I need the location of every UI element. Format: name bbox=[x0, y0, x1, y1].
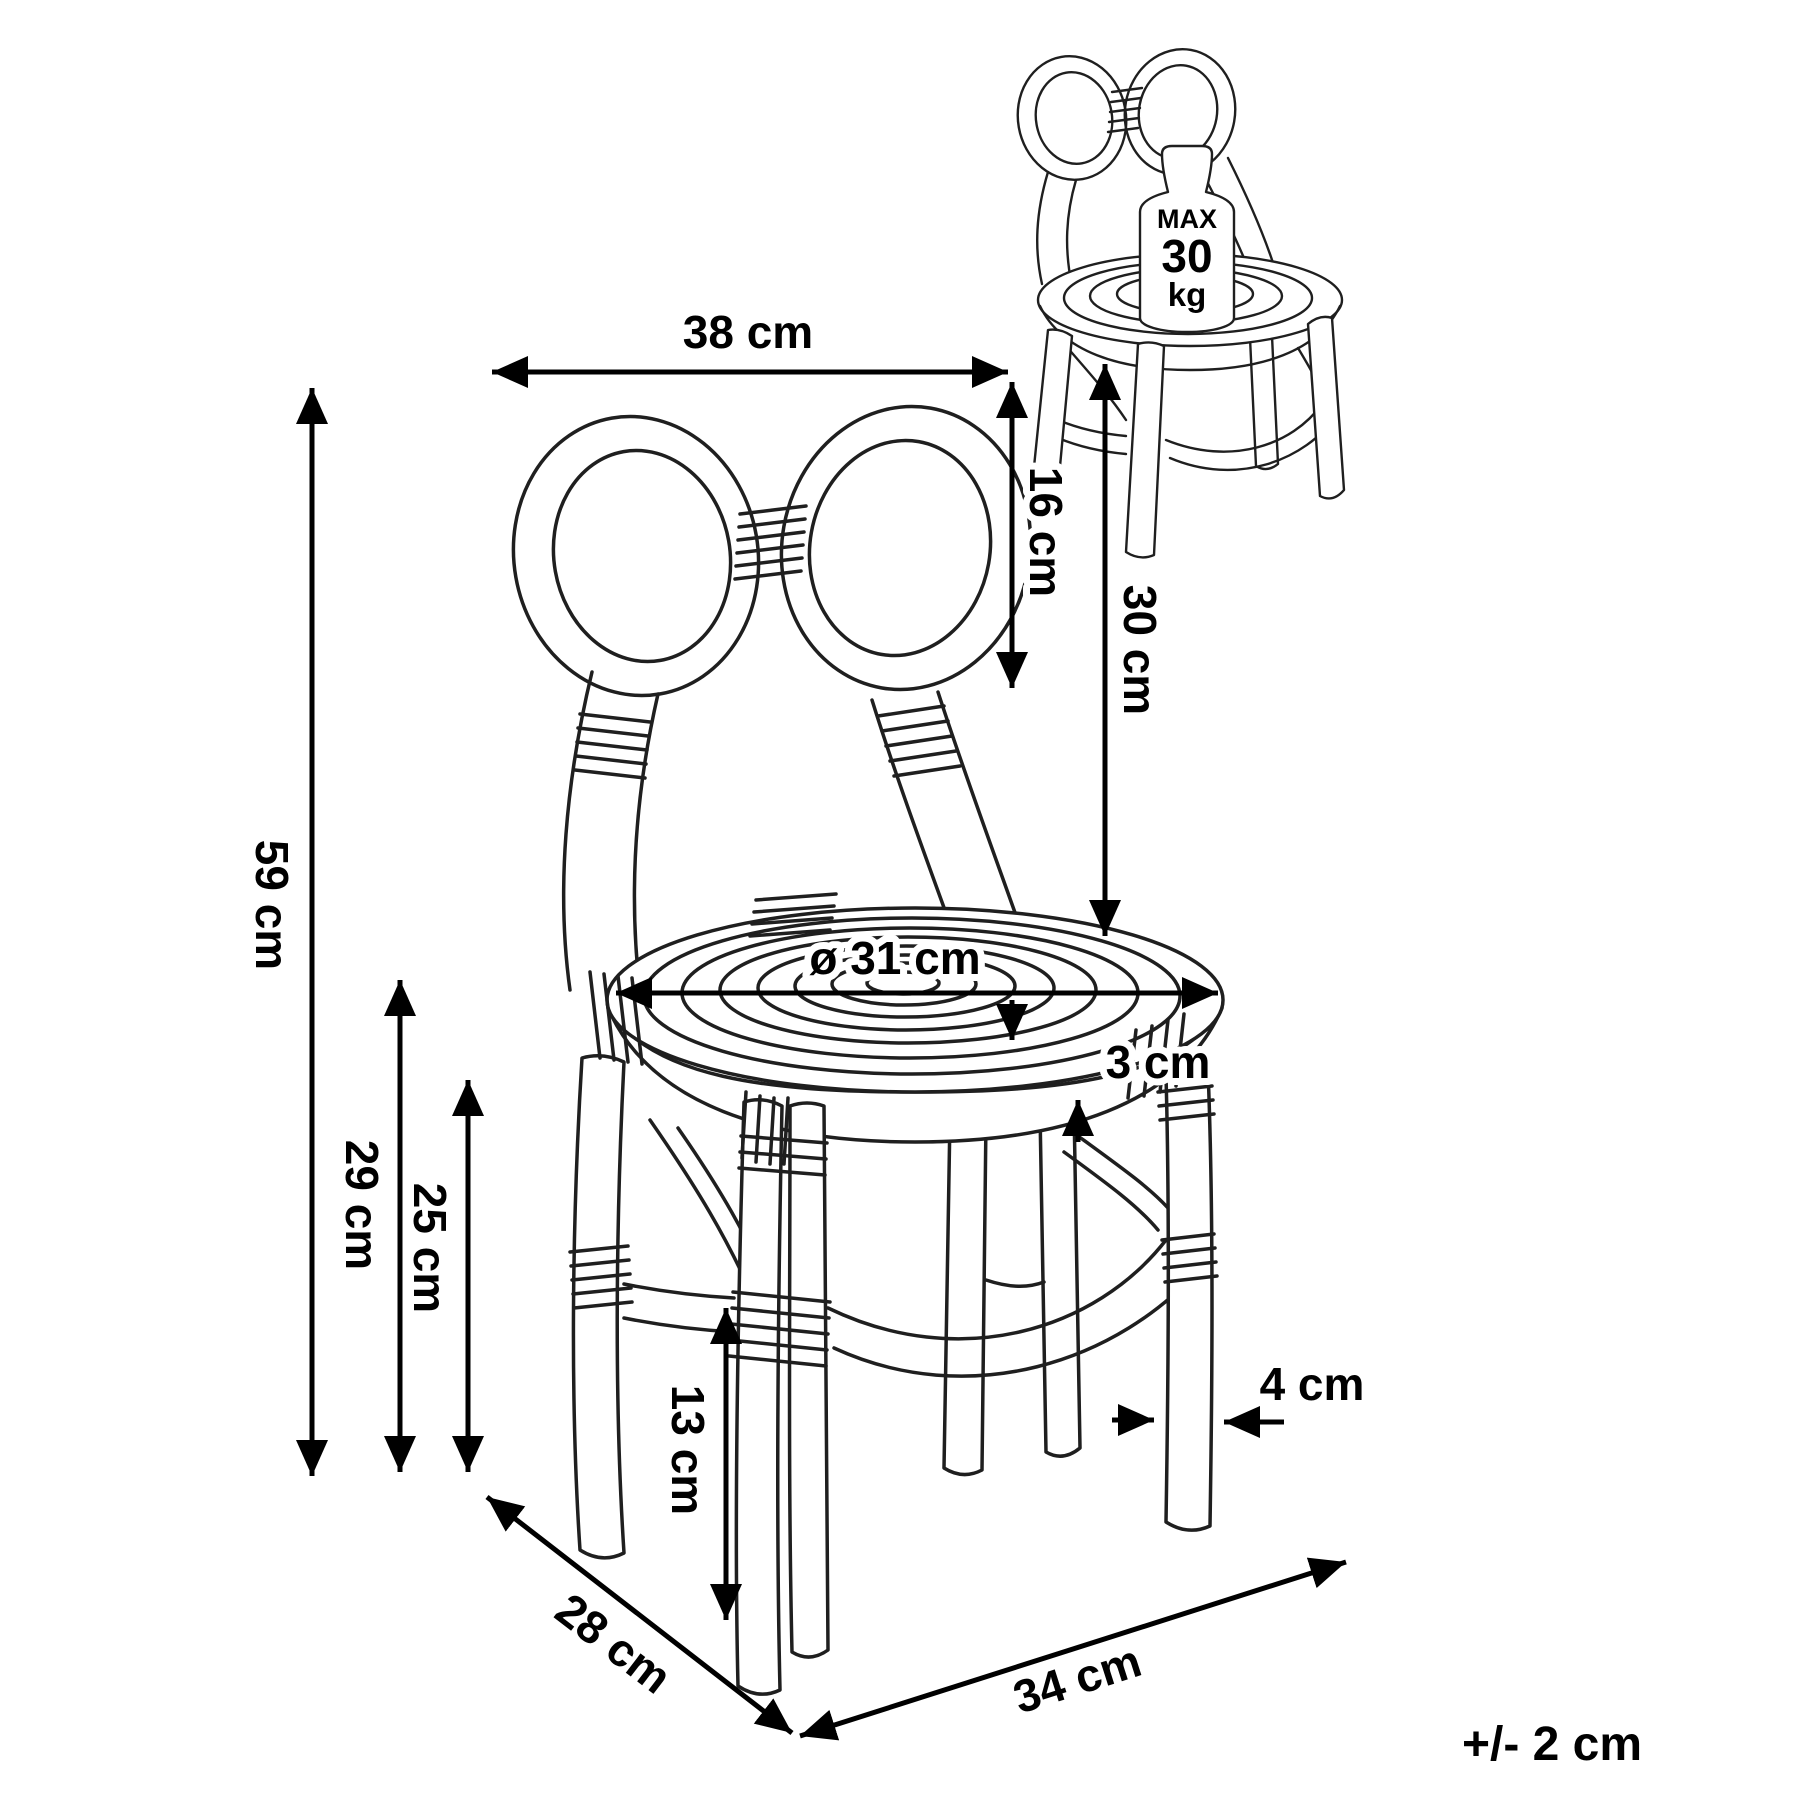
max-load-inset: MAX 30 kg bbox=[1016, 48, 1346, 559]
weight-figure: MAX 30 kg bbox=[1138, 144, 1236, 334]
backrest-right-loop bbox=[779, 404, 1033, 692]
dimension-seat-thickness: 3 cm bbox=[996, 1000, 1217, 1142]
dimension-total-height: 59 cm bbox=[239, 388, 328, 1476]
dimension-loop-height: 16 cm bbox=[996, 382, 1079, 688]
tolerance-note: +/- 2 cm bbox=[1462, 1718, 1642, 1771]
seat-depth-label: 28 cm bbox=[546, 1583, 681, 1704]
left-post-wrap bbox=[573, 712, 652, 780]
seat-thickness-label: 3 cm bbox=[1106, 1036, 1211, 1088]
right-post-wrap bbox=[876, 704, 962, 778]
backrest-left-loop bbox=[511, 414, 761, 698]
seat-height-label: 29 cm bbox=[336, 1140, 388, 1270]
backrest-height-label: 30 cm bbox=[1114, 585, 1166, 715]
loop-height-label: 16 cm bbox=[1020, 467, 1072, 597]
under-seat-height-label: 25 cm bbox=[404, 1183, 456, 1313]
dimension-seat-height: 29 cm bbox=[329, 980, 416, 1472]
stretchers bbox=[622, 1118, 1206, 1378]
dimension-leg-thickness: 4 cm bbox=[1112, 1351, 1371, 1438]
back-width-label: 38 cm bbox=[683, 306, 813, 358]
dimension-under-seat-height: 25 cm bbox=[397, 1080, 484, 1472]
back-legs bbox=[942, 1104, 1082, 1477]
dimension-seat-diameter: ø 31 cm bbox=[616, 925, 1218, 1009]
binding-wraps bbox=[568, 892, 1219, 1368]
front-legs bbox=[571, 1054, 1214, 1696]
weight-limit-unit: kg bbox=[1168, 276, 1207, 313]
dimension-clearance-height: 13 cm bbox=[655, 1308, 742, 1620]
dimension-seat-width: 34 cm bbox=[799, 1557, 1347, 1741]
inset-loop-binding bbox=[1106, 86, 1144, 134]
weight-limit-value: 30 bbox=[1161, 230, 1212, 282]
dimension-backrest-height: 30 cm bbox=[1089, 364, 1173, 936]
leg-thickness-label: 4 cm bbox=[1260, 1358, 1365, 1410]
seat-diameter-label: ø 31 cm bbox=[809, 932, 980, 984]
loop-center-binding bbox=[733, 504, 808, 581]
weight-limit-label: MAX bbox=[1157, 204, 1217, 234]
clearance-height-label: 13 cm bbox=[662, 1385, 714, 1515]
dimension-back-width: 38 cm bbox=[492, 299, 1008, 388]
total-height-label: 59 cm bbox=[246, 840, 298, 970]
